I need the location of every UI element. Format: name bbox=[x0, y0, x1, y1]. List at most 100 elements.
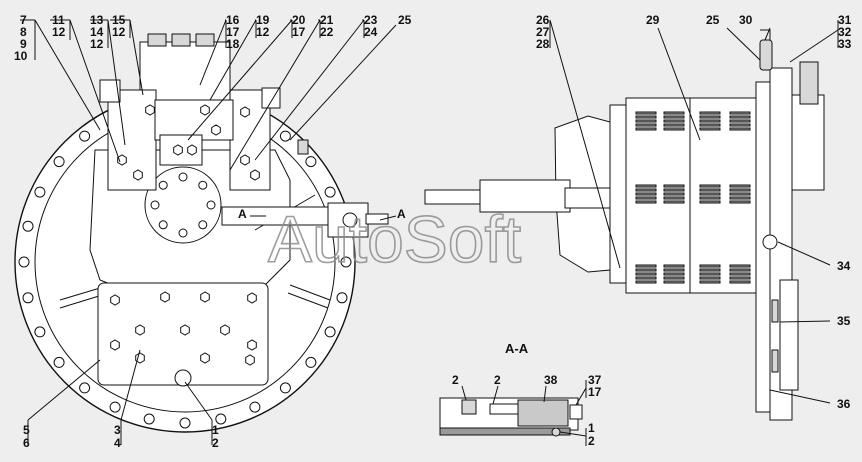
flange-bolt bbox=[109, 401, 121, 413]
flange-bolt bbox=[324, 186, 336, 198]
clutch-plate-line bbox=[663, 196, 685, 200]
flange-bolt bbox=[53, 356, 65, 368]
clutch-plate-line bbox=[729, 280, 751, 284]
callout-c34: 34 bbox=[837, 259, 851, 273]
callout-c17b: 17 bbox=[292, 25, 306, 39]
callout-c24: 24 bbox=[364, 25, 378, 39]
flange-bolt bbox=[34, 326, 46, 338]
callout-c6: 6 bbox=[23, 436, 30, 450]
clutch-plate-line bbox=[663, 127, 685, 131]
valve-hex-bolt bbox=[240, 106, 250, 118]
cover-hex-bolt bbox=[135, 324, 145, 336]
fitting-right bbox=[261, 87, 281, 109]
clutch-plate-line bbox=[729, 127, 751, 131]
section-pin bbox=[551, 427, 561, 437]
clutch-plate-line bbox=[663, 119, 685, 123]
clutch-plate-line bbox=[663, 184, 685, 188]
flange-bolt bbox=[22, 292, 34, 304]
clutch-plate-line bbox=[635, 280, 657, 284]
callout-c2a: 2 bbox=[212, 436, 219, 450]
callout-s17: 17 bbox=[588, 385, 602, 399]
callout-s2b: 2 bbox=[494, 373, 501, 387]
callout-c30: 30 bbox=[739, 13, 753, 27]
valve-cap-1 bbox=[147, 33, 167, 47]
clutch-plate-line bbox=[729, 188, 751, 192]
flange-bolt bbox=[336, 292, 348, 304]
valve-hex-bolt bbox=[117, 154, 127, 166]
callout-c12d: 12 bbox=[256, 25, 270, 39]
flange-bolt bbox=[249, 401, 261, 413]
callout-s38: 38 bbox=[544, 373, 558, 387]
callout-c31: 31 bbox=[838, 13, 852, 27]
front-cover bbox=[609, 104, 627, 284]
hub-bolt bbox=[198, 180, 208, 190]
callout-c35: 35 bbox=[837, 314, 851, 328]
callout-c33: 33 bbox=[838, 37, 852, 51]
clutch-plate-line bbox=[635, 192, 657, 196]
callout-c22: 22 bbox=[320, 25, 334, 39]
callout-c32: 32 bbox=[838, 25, 852, 39]
callout-s37: 37 bbox=[588, 373, 602, 387]
flange-bolt bbox=[324, 326, 336, 338]
clutch-plate-line bbox=[729, 272, 751, 276]
callout-c21: 21 bbox=[320, 13, 334, 27]
valve-fitting-top bbox=[799, 61, 819, 105]
clutch-plate-line bbox=[699, 127, 721, 131]
clutch-plate-line bbox=[663, 188, 685, 192]
flange-bolt bbox=[18, 256, 30, 268]
callout-c4: 4 bbox=[114, 436, 121, 450]
spoke-lower-right bbox=[289, 284, 331, 301]
flange-bolt bbox=[279, 382, 291, 394]
callout-c8: 8 bbox=[20, 25, 27, 39]
cover-hex-bolt bbox=[160, 291, 170, 303]
fitting-left bbox=[99, 79, 121, 103]
cover-hex-bolts bbox=[110, 291, 257, 366]
valve-hex-bolts bbox=[117, 104, 260, 181]
callout-c19: 19 bbox=[256, 13, 270, 27]
slot-1 bbox=[771, 299, 779, 323]
clutch-plate-line bbox=[635, 276, 657, 280]
valve-hex-bolt bbox=[250, 169, 260, 181]
cover-hex-bolt bbox=[245, 354, 255, 366]
flange-bolt bbox=[340, 256, 352, 268]
front-view bbox=[14, 33, 389, 433]
hub-bolt bbox=[178, 172, 188, 182]
flange-bolt bbox=[34, 186, 46, 198]
clutch-plate-line bbox=[729, 192, 751, 196]
hub-bolt bbox=[178, 228, 188, 238]
clutch-plate-line bbox=[729, 196, 751, 200]
callout-c13: 13 bbox=[90, 13, 104, 27]
callout-c3: 3 bbox=[114, 423, 121, 437]
callout-c23: 23 bbox=[364, 13, 378, 27]
clutch-plate-line bbox=[729, 123, 751, 127]
cover-hex-bolt bbox=[220, 324, 230, 336]
callout-c12c: 12 bbox=[112, 25, 126, 39]
clutch-plate-line bbox=[729, 119, 751, 123]
callout-c27: 27 bbox=[536, 25, 550, 39]
callout-labels: 7891011121314121512161718191220172122232… bbox=[14, 13, 852, 450]
callout-c9: 9 bbox=[20, 37, 27, 51]
clutch-plate-line bbox=[663, 200, 685, 204]
valve-cap-2 bbox=[171, 33, 191, 47]
hub-bolt bbox=[158, 220, 168, 230]
callout-c16: 16 bbox=[226, 13, 240, 27]
flange-bolt bbox=[215, 413, 227, 425]
clutch-plate-line bbox=[729, 276, 751, 280]
clutch-plate-line bbox=[699, 272, 721, 276]
clutch-plate-line bbox=[699, 264, 721, 268]
rear-valve-body bbox=[791, 94, 825, 191]
input-shaft-collar bbox=[564, 187, 611, 209]
clutch-plate-line bbox=[635, 111, 657, 115]
flange-bolt bbox=[79, 130, 91, 142]
section-hatch bbox=[517, 399, 569, 427]
section-title: A-A bbox=[505, 341, 529, 356]
clutch-plate-line bbox=[663, 192, 685, 196]
hub-bolt bbox=[158, 180, 168, 190]
clutch-plate-line bbox=[699, 280, 721, 284]
clutch-plate-line bbox=[699, 123, 721, 127]
valve-hex-bolt bbox=[240, 154, 250, 166]
callout-c25a: 25 bbox=[398, 13, 412, 27]
callout-c28: 28 bbox=[536, 37, 550, 51]
